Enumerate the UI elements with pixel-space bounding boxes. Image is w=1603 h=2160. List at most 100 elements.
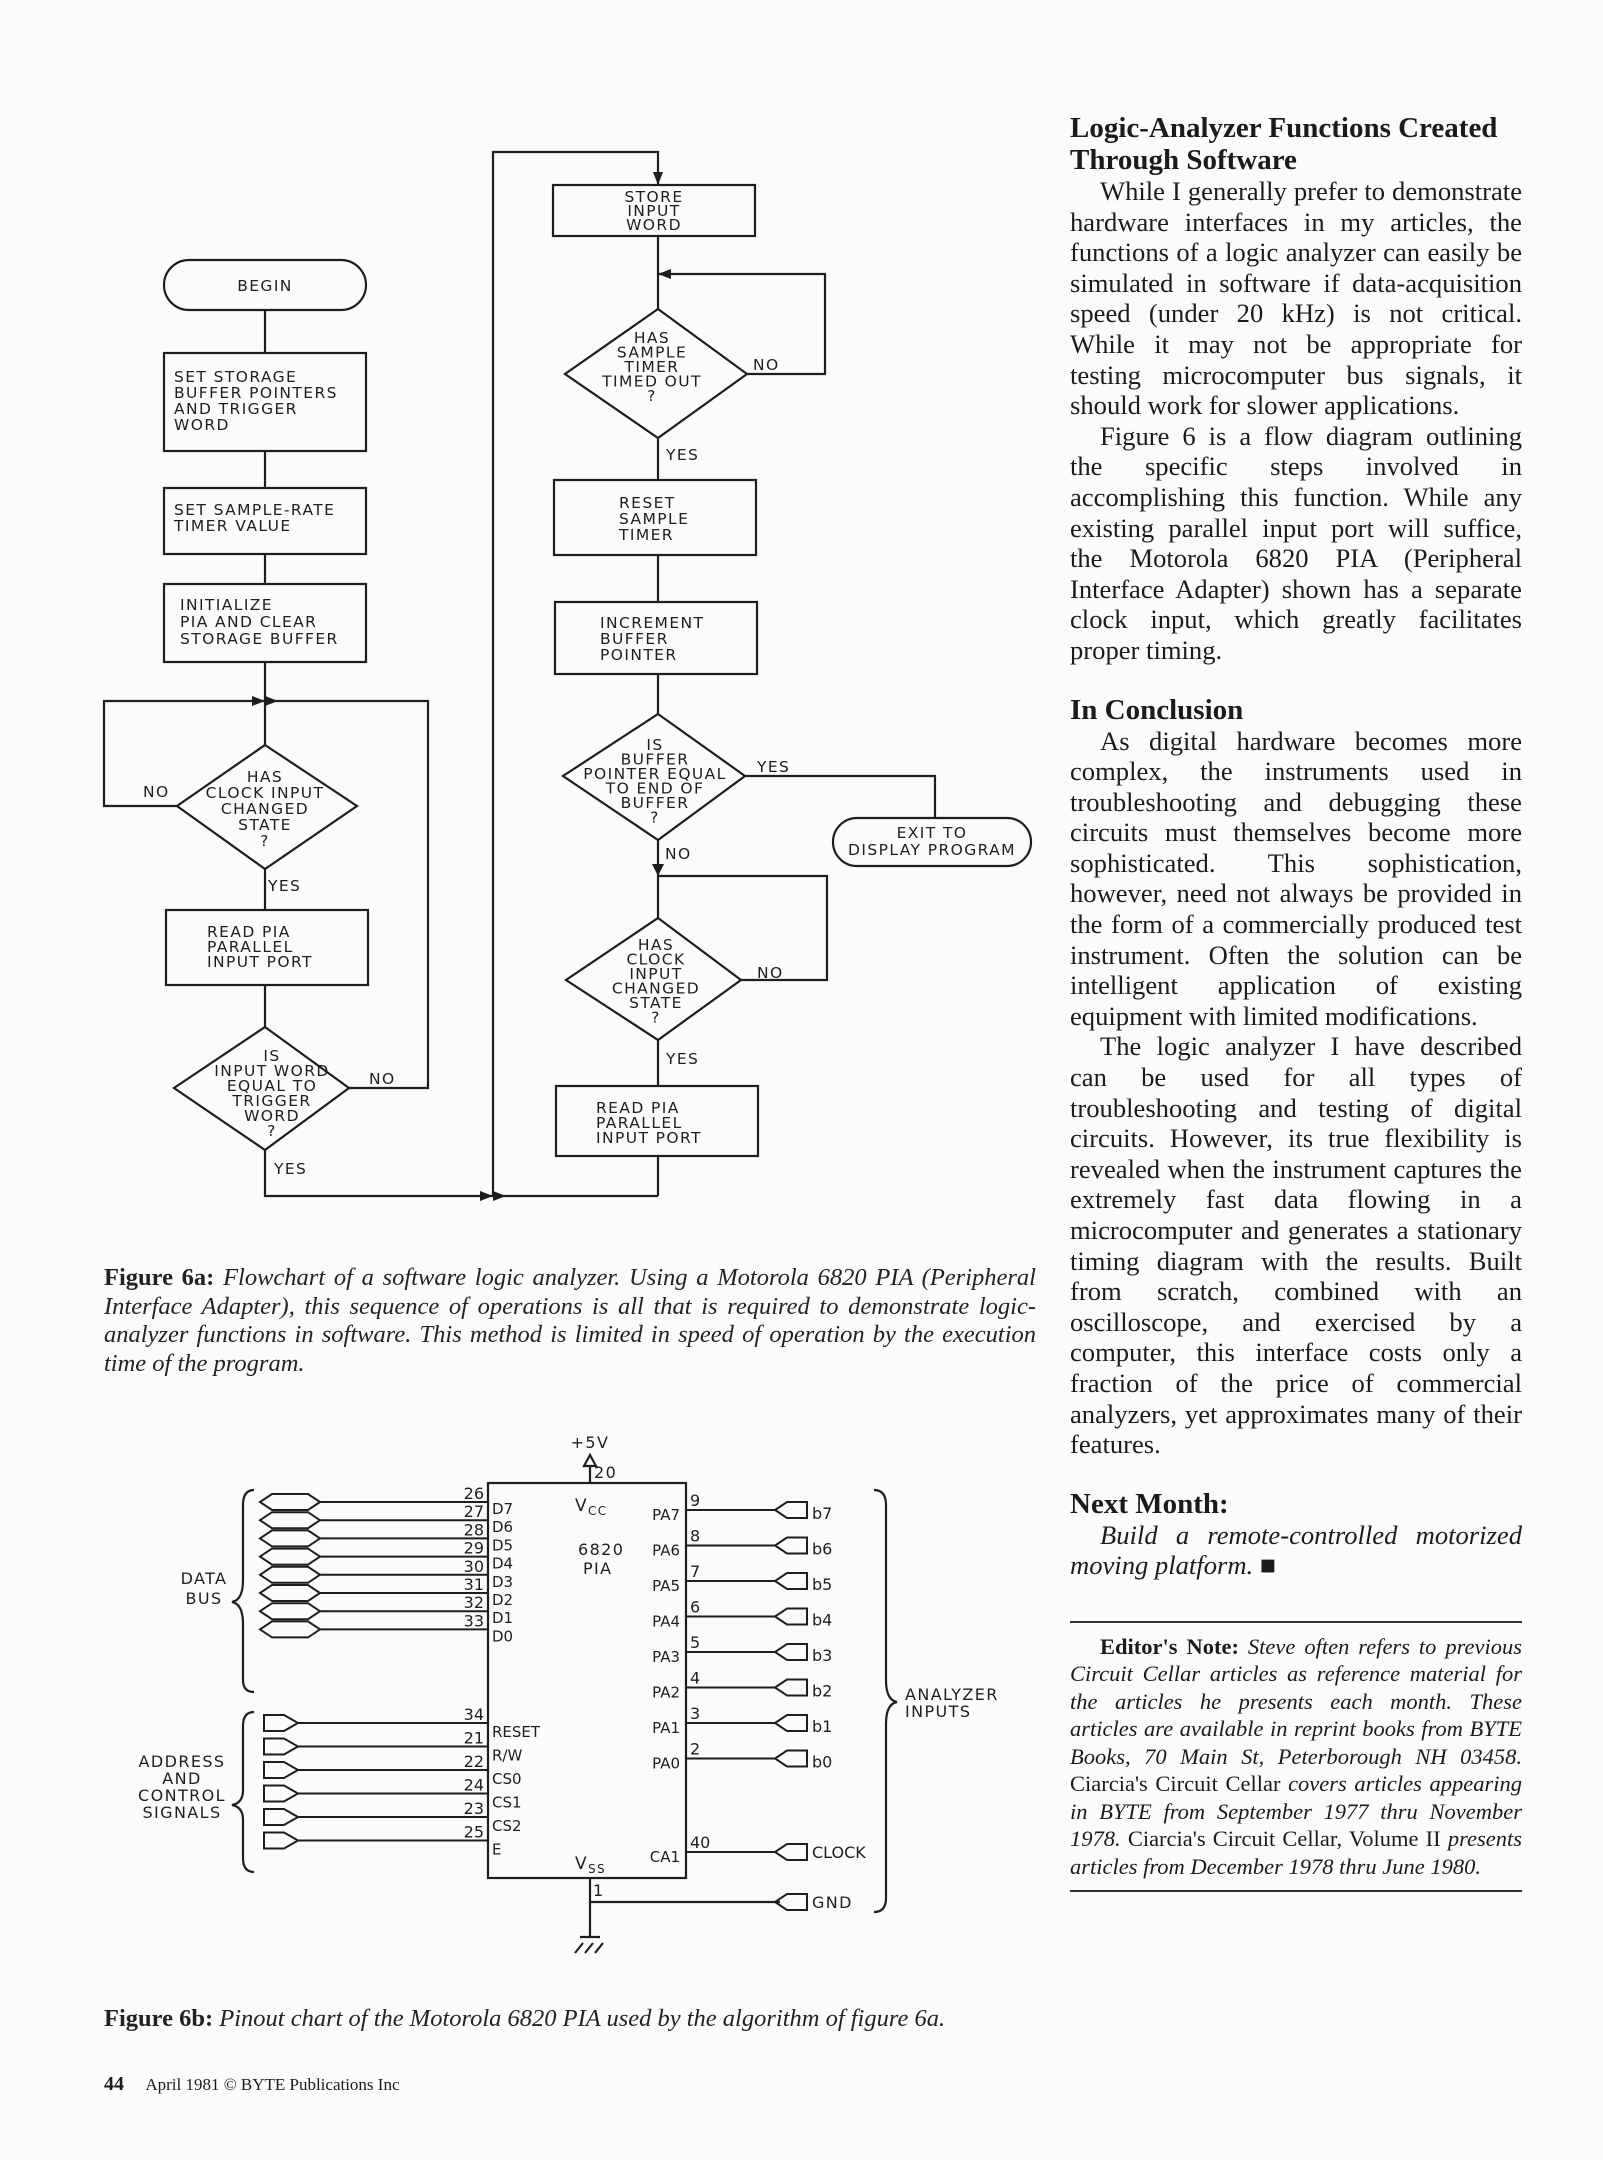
pin-name: D6	[492, 1518, 513, 1536]
editor-note-label: Editor's Note:	[1100, 1633, 1239, 1659]
increment-line: INCREMENT	[600, 614, 704, 632]
pinout-figure: 26D727D628D529D430D331D232D133D034RESET2…	[138, 1433, 997, 1954]
no-label: NO	[665, 845, 692, 863]
pin-number: 4	[690, 1669, 700, 1688]
set-sample-line: TIMER VALUE	[173, 517, 292, 535]
article-paragraph-4: The logic analyzer I have described can …	[1070, 1031, 1522, 1460]
analyzer-label-line2: INPUTS	[905, 1702, 971, 1721]
yes-label: YES	[665, 446, 699, 464]
pin-number: 28	[464, 1520, 484, 1539]
vss-pin-number: 1	[593, 1881, 605, 1900]
pin-number: 22	[464, 1752, 484, 1771]
bit-label: b0	[812, 1753, 832, 1772]
pin-number: 7	[690, 1562, 700, 1581]
pin-number: 33	[464, 1611, 484, 1630]
bit-label: b2	[812, 1682, 832, 1701]
pin-name: D1	[492, 1609, 513, 1627]
address-label-line2: AND	[162, 1769, 201, 1788]
clock-pin-number: 40	[690, 1833, 710, 1852]
data-bus-arrow	[258, 1602, 322, 1621]
buffer-decision-line: IS	[646, 736, 663, 754]
pin-number: 2	[690, 1740, 700, 1759]
analyzer-input	[773, 1678, 808, 1697]
pin-number: 9	[690, 1491, 700, 1510]
pin-number: 23	[464, 1799, 484, 1818]
data-bus-arrow	[258, 1547, 322, 1566]
buffer-decision-line: BUFFER	[621, 794, 690, 812]
page-number: 44	[104, 2073, 124, 2095]
bit-label: b1	[812, 1717, 832, 1736]
analyzer-input	[773, 1714, 808, 1732]
clock-decision-right-line: ?	[651, 1009, 661, 1027]
pin-number: 30	[464, 1557, 484, 1576]
data-bus-label-line2: BUS	[185, 1589, 222, 1608]
pin-number: 3	[690, 1704, 700, 1723]
increment-box	[553, 600, 759, 676]
read-pia-right-line: PARALLEL	[596, 1114, 683, 1132]
caption-6b-text: Pinout chart of the Motorola 6820 PIA us…	[219, 2005, 946, 2032]
read-pia-left-box	[164, 908, 370, 987]
read-pia-left-line: INPUT PORT	[207, 953, 313, 971]
control-input	[263, 1737, 301, 1756]
article-column: Logic-Analyzer Functions Created Through…	[1070, 112, 1522, 1893]
pin-number: 34	[464, 1705, 484, 1724]
data-bus-arrow	[258, 1620, 322, 1639]
trigger-decision-line: INPUT WORD	[214, 1062, 329, 1080]
clock-decision-left-line: CLOCK INPUT	[206, 784, 325, 802]
bit-label: b5	[812, 1575, 832, 1594]
yes-label: YES	[665, 1050, 699, 1068]
pin-number: 25	[464, 1823, 484, 1842]
pin-name: CS2	[492, 1817, 522, 1835]
timer-decision-line: SAMPLE	[617, 344, 687, 362]
editor-note-text-4: Ciarcia's Circuit Cellar, Volume II	[1127, 1826, 1441, 1852]
control-input	[263, 1831, 301, 1850]
no-label: NO	[143, 783, 170, 801]
clock-decision-right-line: STATE	[629, 994, 683, 1012]
exit-terminal	[831, 816, 1033, 868]
pin-number: 31	[464, 1575, 484, 1594]
pin-name: D4	[492, 1555, 513, 1573]
no-label: NO	[753, 356, 780, 374]
clock-decision-right-line: HAS	[638, 936, 674, 954]
pin-name: RESET	[492, 1723, 541, 1741]
clock-decision-right-line: INPUT	[629, 965, 682, 983]
reset-line: RESET	[619, 494, 676, 512]
timer-decision-line: HAS	[634, 329, 670, 347]
data-bus-arrow	[258, 1565, 322, 1584]
clock-pin-name: CA1	[650, 1848, 680, 1866]
pin-name: D3	[492, 1573, 513, 1591]
analyzer-input	[773, 1501, 808, 1519]
next-month-text: Build a remote-controlled motorized movi…	[1070, 1519, 1522, 1581]
pin-name: PA3	[652, 1648, 680, 1666]
increment-line: BUFFER	[600, 630, 669, 648]
pin-name: PA0	[652, 1755, 680, 1773]
set-storage-line: AND TRIGGER	[174, 400, 298, 418]
pin-name: D0	[492, 1627, 513, 1645]
pin-name: CS1	[492, 1794, 522, 1812]
analyzer-input	[773, 1572, 808, 1590]
gnd-label: GND	[812, 1893, 853, 1912]
page-footer: 44 April 1981 © BYTE Publications Inc	[104, 2073, 400, 2096]
initialize-line: PIA AND CLEAR	[180, 613, 317, 631]
address-label-line1: ADDRESS	[139, 1752, 226, 1771]
address-label-line3: CONTROL	[138, 1786, 226, 1805]
bit-label: b4	[812, 1611, 832, 1630]
control-input	[263, 1761, 301, 1779]
pin-name: CS0	[492, 1770, 522, 1788]
pin-name: PA2	[652, 1684, 680, 1702]
clock-decision-left-line: HAS	[247, 768, 283, 786]
set-sample-line: SET SAMPLE-RATE	[174, 501, 335, 519]
editor-note-top-rule	[1070, 1620, 1522, 1623]
pin-number: 32	[464, 1593, 484, 1612]
editor-note-text-2: Ciarcia's Circuit Cellar	[1070, 1771, 1281, 1797]
pin-number: 21	[464, 1729, 484, 1748]
initialize-line: STORAGE BUFFER	[180, 630, 339, 648]
pin-name: PA5	[652, 1577, 680, 1595]
no-label: NO	[757, 964, 784, 982]
clock-decision-left-line: STATE	[238, 816, 292, 834]
data-bus-label-line1: DATA	[181, 1569, 228, 1588]
buffer-decision-line: POINTER EQUAL	[583, 765, 726, 783]
pin-number: 5	[690, 1633, 700, 1652]
store-line: INPUT	[627, 202, 680, 220]
